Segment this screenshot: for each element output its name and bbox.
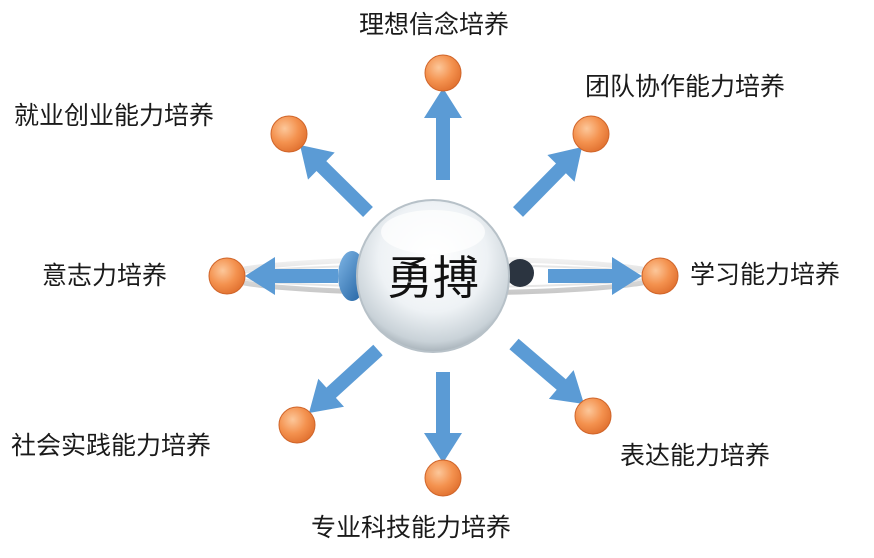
node-label-bottom: 专业科技能力培养 bbox=[311, 513, 512, 542]
node-right bbox=[641, 257, 679, 295]
arrow-bottom bbox=[424, 372, 462, 463]
node-label-top-left: 就业创业能力培养 bbox=[14, 101, 215, 130]
arrow-left bbox=[245, 257, 338, 295]
node-bottom-right bbox=[574, 397, 612, 435]
node-top-right bbox=[572, 115, 610, 153]
center-label: 勇搏 bbox=[387, 251, 479, 305]
node-top-left bbox=[270, 115, 308, 153]
node-label-top-right: 团队协作能力培养 bbox=[585, 72, 786, 101]
nodes bbox=[208, 54, 679, 497]
node-label-right: 学习能力培养 bbox=[690, 260, 841, 289]
arrow-right bbox=[548, 257, 642, 295]
arrow-bottom-right bbox=[509, 338, 584, 404]
node-label-left: 意志力培养 bbox=[42, 261, 168, 290]
node-label-top: 理想信念培养 bbox=[359, 10, 510, 39]
arrow-bottom-left bbox=[309, 344, 383, 413]
arrow-top-left bbox=[300, 145, 373, 217]
arrow-top bbox=[424, 88, 462, 180]
node-label-bottom-left: 社会实践能力培养 bbox=[11, 431, 212, 460]
hub-right-tab bbox=[506, 259, 534, 287]
arrow-top-right bbox=[513, 147, 582, 217]
node-top bbox=[424, 54, 462, 92]
node-label-bottom-right: 表达能力培养 bbox=[620, 441, 771, 470]
center-hub-highlight bbox=[381, 210, 485, 254]
node-left bbox=[208, 257, 246, 295]
node-bottom bbox=[424, 459, 462, 497]
node-bottom-left bbox=[278, 406, 316, 444]
arrows bbox=[245, 88, 642, 463]
